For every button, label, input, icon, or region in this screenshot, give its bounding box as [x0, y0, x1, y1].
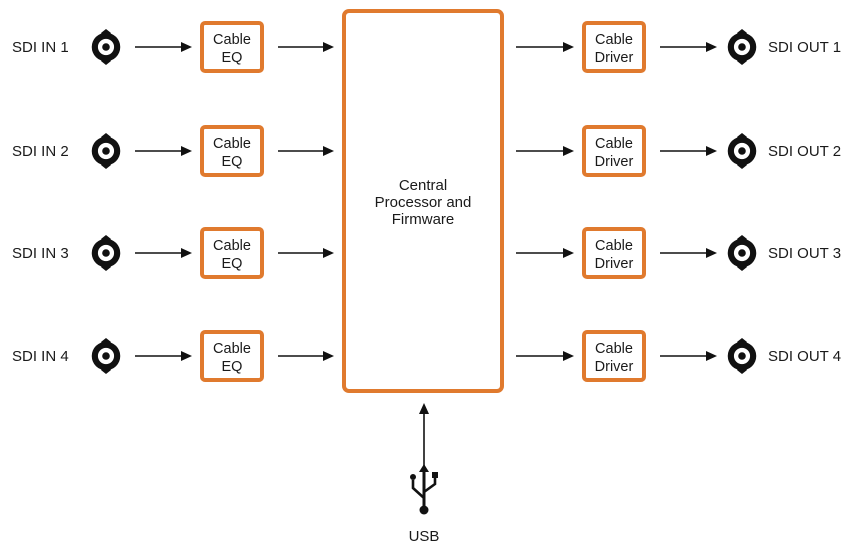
arrow-in-eq-4-head — [181, 351, 192, 361]
cable-eq-box-1 — [200, 21, 264, 73]
cable-driver-box-4-text-2: Driver — [595, 359, 634, 375]
cable-eq-box-4-text-1: Cable — [213, 341, 251, 357]
cable-driver-box-4-text-1: Cable — [595, 341, 633, 357]
arrow-eq-processor-2-head — [323, 146, 334, 156]
arrow-eq-processor-3-head — [323, 248, 334, 258]
processor-box — [342, 9, 504, 393]
cable-eq-box-1-text-2: EQ — [222, 50, 243, 66]
bnc-connector-icon — [91, 132, 121, 170]
processor-label-line-2: Processor and — [375, 194, 472, 211]
cable-eq-box-3-text-2: EQ — [222, 256, 243, 272]
cable-driver-box-2-text-1: Cable — [595, 136, 633, 152]
arrow-in-eq-3-head — [181, 248, 192, 258]
bnc-connector-icon — [727, 132, 757, 170]
bnc-connector-icon — [91, 337, 121, 375]
input-label-2: SDI IN 2 — [12, 143, 69, 160]
cable-eq-box-3-text-1: Cable — [213, 238, 251, 254]
arrow-driver-out-4-head — [706, 351, 717, 361]
cable-driver-box-1 — [582, 21, 646, 73]
bnc-connector-icon — [727, 28, 757, 66]
input-label-3: SDI IN 3 — [12, 245, 69, 262]
cable-driver-box-1-text-1: Cable — [595, 32, 633, 48]
cable-driver-box-1-text-2: Driver — [595, 50, 634, 66]
cable-eq-box-3 — [200, 227, 264, 279]
cable-eq-box-2 — [200, 125, 264, 177]
bnc-connector-icon — [727, 337, 757, 375]
arrow-driver-out-3-head — [706, 248, 717, 258]
cable-eq-box-4 — [200, 330, 264, 382]
usb-block: USB — [409, 403, 440, 545]
output-label-3: SDI OUT 3 — [768, 245, 841, 262]
input-label-4: SDI IN 4 — [12, 348, 69, 365]
arrow-processor-driver-2-head — [563, 146, 574, 156]
arrow-driver-out-2-head — [706, 146, 717, 156]
bnc-connector-icon — [91, 234, 121, 272]
processor-block: Central Processor and Firmware — [342, 9, 504, 393]
processor-label-line-3: Firmware — [392, 211, 455, 228]
bnc-connector-icon — [91, 28, 121, 66]
output-label-1: SDI OUT 1 — [768, 39, 841, 56]
usb-label: USB — [409, 528, 440, 545]
cable-driver-box-3-text-2: Driver — [595, 256, 634, 272]
input-label-1: SDI IN 1 — [12, 39, 69, 56]
bnc-connector-icon — [727, 234, 757, 272]
arrow-processor-driver-1-head — [563, 42, 574, 52]
arrow-in-eq-2-head — [181, 146, 192, 156]
cable-driver-box-4 — [582, 330, 646, 382]
arrow-driver-out-1-head — [706, 42, 717, 52]
arrow-eq-processor-1-head — [323, 42, 334, 52]
usb-arrow-head — [419, 403, 429, 414]
arrow-processor-driver-3-head — [563, 248, 574, 258]
cable-driver-box-3-text-1: Cable — [595, 238, 633, 254]
output-label-4: SDI OUT 4 — [768, 348, 841, 365]
cable-eq-box-2-text-2: EQ — [222, 154, 243, 170]
cable-driver-box-2-text-2: Driver — [595, 154, 634, 170]
cable-eq-box-2-text-1: Cable — [213, 136, 251, 152]
usb-icon — [410, 464, 438, 515]
processor-label-line-1: Central — [399, 177, 447, 194]
output-label-2: SDI OUT 2 — [768, 143, 841, 160]
arrow-processor-driver-4-head — [563, 351, 574, 361]
arrow-eq-processor-4-head — [323, 351, 334, 361]
arrow-in-eq-1-head — [181, 42, 192, 52]
cable-driver-box-3 — [582, 227, 646, 279]
cable-eq-box-1-text-1: Cable — [213, 32, 251, 48]
cable-driver-box-2 — [582, 125, 646, 177]
cable-eq-box-4-text-2: EQ — [222, 359, 243, 375]
